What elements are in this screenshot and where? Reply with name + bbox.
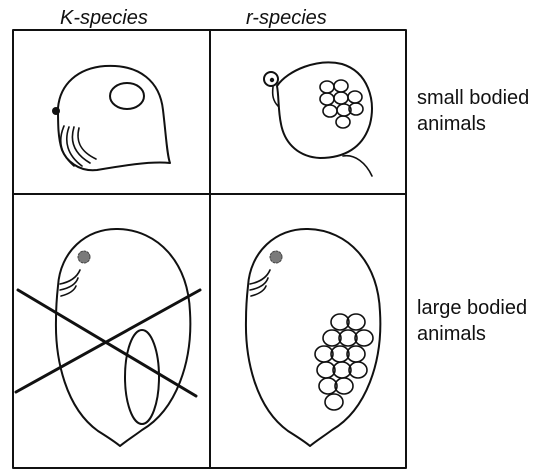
egg-chamber-empty	[110, 83, 144, 109]
eye-icon	[270, 251, 282, 263]
antenna-icon	[61, 126, 96, 166]
antenna-icon	[60, 270, 80, 296]
eye-icon	[78, 251, 90, 263]
egg-chamber-empty	[125, 330, 159, 424]
egg-cluster	[320, 80, 363, 128]
small-r-species-animal	[264, 62, 372, 176]
large-k-species-animal	[16, 229, 200, 446]
large-r-species-animal	[246, 229, 380, 446]
cross-out-mark	[16, 290, 200, 396]
eye-icon	[52, 107, 60, 115]
antenna-icon	[250, 270, 270, 296]
small-k-species-animal	[52, 66, 170, 170]
eye-icon	[270, 78, 274, 82]
tail-spine	[343, 156, 372, 176]
